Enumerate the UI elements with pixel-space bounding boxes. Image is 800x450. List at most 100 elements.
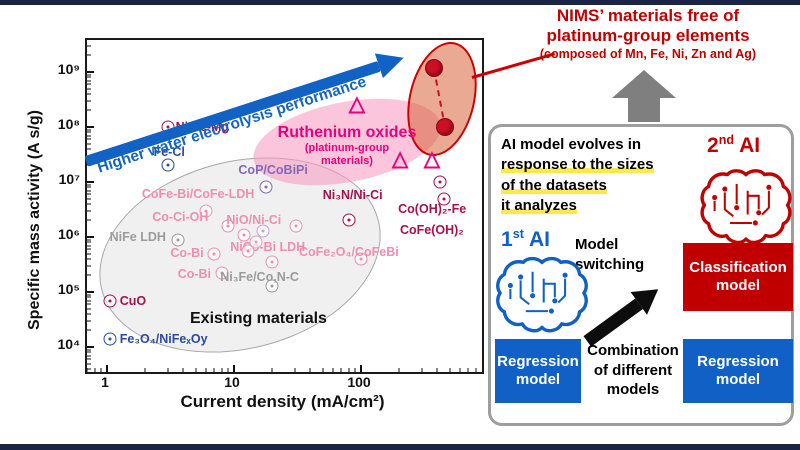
ai-evolve-line1: AI model evolves in [501, 136, 642, 153]
ai-panel: AI model evolves in response to the size… [488, 124, 794, 426]
y-axis-tick [87, 346, 94, 348]
x-axis-minor-tick [348, 368, 350, 372]
material-label: Co-Ci-OH [152, 209, 209, 224]
material-data-point [199, 204, 213, 218]
x-axis-tick [360, 365, 362, 372]
nims-headline-line1: NIMS’ materials free of [556, 6, 740, 25]
y-axis-minor-tick [87, 308, 91, 310]
x-axis-minor-tick [475, 368, 477, 372]
ruthenium-sub-label-2: materials) [321, 154, 373, 167]
y-axis-tick [87, 71, 94, 73]
material-data-point-dot [108, 299, 112, 303]
x-axis-minor-tick [205, 368, 207, 372]
material-label: Ni₃N/Ni-Ci [322, 188, 383, 203]
material-label: Co-Bi [170, 245, 204, 260]
material-data-point [259, 180, 273, 194]
y-axis-minor-tick [87, 303, 91, 305]
nims-headline-line3: (composed of Mn, Fe, Ni, Zn and Ag) [539, 46, 757, 61]
x-axis-title: Current density (mA/cm²) [180, 392, 385, 411]
material-data-point [265, 279, 279, 293]
ai-evolve-text: AI model evolves in response to the size… [501, 135, 707, 216]
y-axis-minor-tick [87, 193, 91, 195]
material-data-point-dot [442, 197, 446, 201]
y-axis-minor-tick [87, 239, 91, 241]
y-axis-minor-tick [87, 294, 91, 296]
combination-line3: models [606, 381, 660, 398]
material-data-point [289, 219, 303, 233]
material-data-point [215, 266, 229, 280]
material-data-point-dot [270, 260, 274, 264]
x-axis-tick [233, 365, 235, 372]
material-data-point [265, 255, 279, 269]
material-label: CoP/CoBiPi [238, 163, 308, 178]
x-axis-minor-tick [309, 368, 311, 372]
material-label: NiFe LDH [109, 229, 166, 244]
y-axis-tick [87, 236, 94, 238]
y-axis-minor-tick [87, 355, 91, 357]
material-data-point-dot [264, 185, 268, 189]
x-axis-minor-tick [167, 368, 169, 372]
material-label: CoFe-Bi/CoFe-LDH [141, 186, 255, 201]
ruthenium-sub-label-1: (platinum-group [304, 142, 390, 154]
model-switching-line2: switching [575, 255, 645, 273]
ai-panel-inner: AI model evolves in response to the size… [491, 127, 793, 423]
first-ai-word: AI [523, 228, 550, 251]
y-axis-minor-tick [87, 313, 91, 315]
y-axis-minor-tick [87, 241, 91, 243]
ruthenium-label-block: Ruthenium oxides (platinum-group materia… [252, 124, 442, 167]
x-axis-minor-tick [354, 368, 356, 372]
up-arrow-shaft [628, 97, 660, 122]
y-axis-minor-tick [87, 109, 91, 111]
x-tick-label: 10 [224, 374, 240, 390]
x-axis-minor-tick [449, 368, 451, 372]
ruthenium-data-point: △ [423, 147, 441, 171]
combination-line1: Combination [587, 342, 679, 359]
classification-box-line1: Classification [689, 259, 787, 276]
material-data-point [256, 224, 270, 238]
y-axis-minor-tick [87, 219, 91, 221]
second-ai-number: 2 [707, 134, 719, 157]
first-ai-ordinal: st [512, 227, 524, 241]
y-axis-minor-tick [87, 198, 91, 200]
y-axis-minor-tick [87, 190, 91, 192]
material-data-point-dot [108, 337, 112, 341]
ai-evolve-line2: response to the sizes [501, 156, 654, 174]
y-tick-label: 10⁵ [57, 281, 80, 297]
y-axis-minor-tick [87, 100, 91, 102]
y-axis-minor-tick [87, 265, 91, 267]
material-data-point-dot [246, 249, 250, 253]
x-axis-minor-tick [182, 368, 184, 372]
material-data-point [433, 175, 447, 189]
y-tick-label: 10⁸ [57, 116, 80, 132]
material-data-point-dot [204, 209, 208, 213]
y-axis-minor-tick [87, 203, 91, 205]
y-axis-minor-tick [87, 135, 91, 137]
y-axis-minor-tick [87, 253, 91, 255]
y-axis-minor-tick [87, 129, 91, 131]
y-axis-minor-tick [87, 88, 91, 90]
nims-headline: NIMS’ materials free of platinum-group e… [500, 6, 796, 61]
material-data-point-dot [438, 180, 442, 184]
y-axis-minor-tick [87, 258, 91, 260]
material-data-point-dot [176, 238, 180, 242]
top-edge-bar [0, 0, 800, 5]
red-brain-icon [699, 167, 793, 245]
x-axis-minor-tick [467, 368, 469, 372]
material-label: Fe₃O₄/NiFeₓOy [119, 331, 208, 346]
ai-evolve-line4: it analyzes [501, 196, 577, 214]
regression-left-line2: model [515, 371, 561, 388]
ruthenium-data-point: △ [391, 147, 409, 171]
material-data-point [342, 213, 356, 227]
material-data-point-dot [347, 218, 351, 222]
regression-right-line2: model [715, 371, 761, 388]
material-data-point [161, 158, 175, 172]
y-axis-minor-tick [87, 210, 91, 212]
y-tick-label: 10⁶ [57, 226, 80, 242]
material-label: CuO [119, 293, 147, 308]
material-data-point-dot [359, 257, 363, 261]
material-data-point [207, 247, 221, 261]
x-axis-minor-tick [340, 368, 342, 372]
y-axis-minor-tick [87, 320, 91, 322]
ruthenium-data-point: △ [348, 92, 366, 116]
